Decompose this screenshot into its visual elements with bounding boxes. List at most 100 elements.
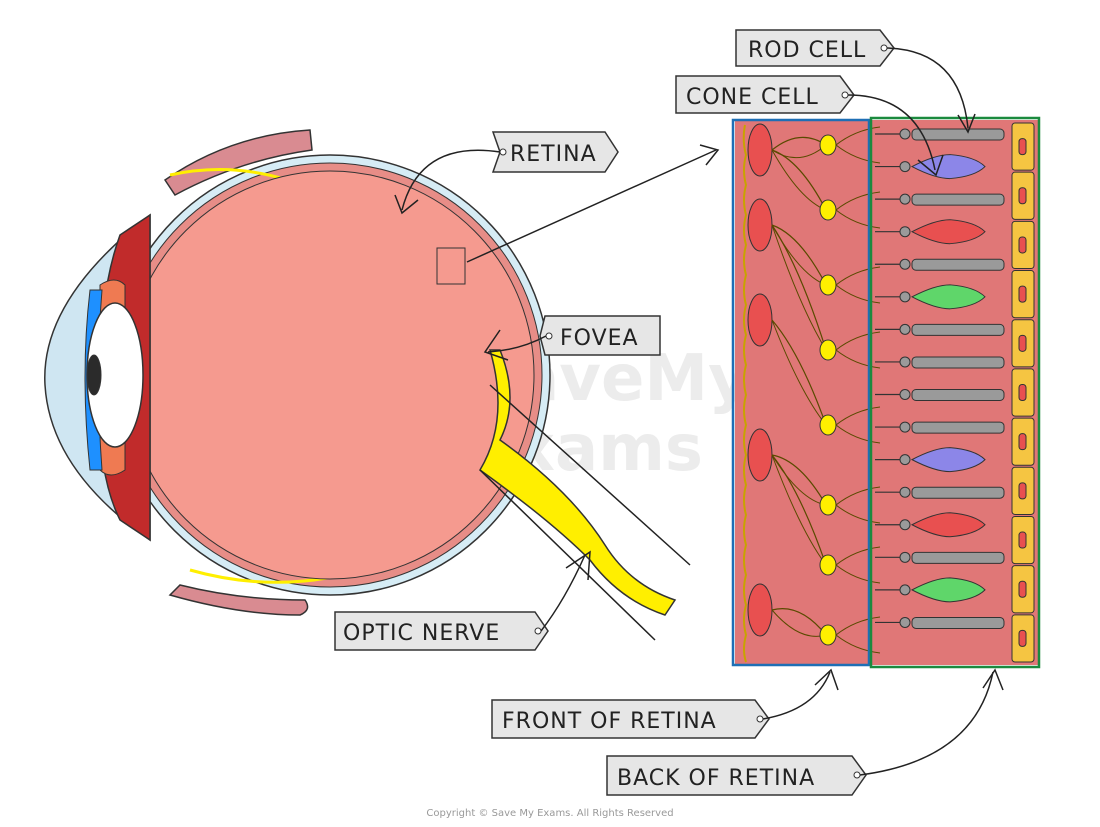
pupil [86, 354, 102, 396]
ganglion-cell [747, 123, 773, 177]
vitreous-body [125, 170, 535, 580]
cone-cell [910, 447, 986, 473]
nerve-fibre [771, 224, 827, 351]
nerve-fibre [771, 454, 827, 506]
nerve-fibre [771, 149, 827, 211]
pigment-cell-nucleus [1018, 236, 1027, 254]
ganglion-cell [747, 293, 773, 347]
pigment-cell-nucleus [1018, 334, 1027, 352]
photoreceptor-body [899, 486, 911, 498]
photoreceptor-body [899, 584, 911, 596]
photoreceptor-body [899, 551, 911, 563]
rod-cell [911, 193, 1005, 206]
cone-cell-text: CONE CELL [686, 85, 819, 110]
optic-nerve-sheath-bottom [479, 469, 656, 641]
cone-cell-label: CONE CELL [675, 75, 944, 177]
photoreceptor-body [899, 193, 911, 205]
pigment-cell-nucleus [1018, 531, 1027, 549]
photoreceptor-body [899, 616, 911, 628]
bipolar-dendrite [835, 546, 881, 584]
bipolar-cell [819, 274, 837, 296]
bipolar-cell [819, 554, 837, 576]
pigment-cell-nucleus [1018, 580, 1027, 598]
pigment-cell-nucleus [1018, 482, 1027, 500]
retina-panel [731, 116, 1041, 669]
nerve-fibre [771, 224, 827, 286]
photoreceptor-body [899, 226, 911, 238]
copyright-notice: Copyright © Save My Exams. All Rights Re… [426, 808, 673, 819]
pigment-cell-nucleus [1018, 285, 1027, 303]
bipolar-cell [819, 199, 837, 221]
bipolar-dendrite [835, 406, 881, 444]
rod-cell [911, 421, 1005, 434]
nerve-fibre [771, 224, 827, 351]
rod-cell [911, 356, 1005, 369]
cone-cell [910, 284, 986, 310]
rod-cell [911, 323, 1005, 336]
rod-cell-label: ROD CELL [735, 29, 976, 134]
rod-cell [911, 616, 1005, 629]
cone-cell [910, 512, 986, 538]
rod-cell [911, 389, 1005, 401]
front-of-retina-label: FRONT OF RETINA [491, 668, 839, 739]
cone-cell [910, 219, 986, 245]
bipolar-cells [771, 126, 881, 654]
bipolar-cell [819, 339, 837, 361]
bipolar-cell [819, 624, 837, 646]
rod-cell [911, 258, 1005, 271]
optic-nerve [479, 349, 677, 616]
fovea-label: FOVEA [483, 315, 661, 361]
optic-nerve-text: OPTIC NERVE [343, 621, 500, 646]
bipolar-dendrite [835, 191, 881, 229]
pigment-cell-nucleus [1018, 138, 1027, 156]
fovea-text: FOVEA [560, 326, 639, 351]
back-of-retina-box [869, 116, 1041, 669]
back-of-retina-text: BACK OF RETINA [617, 766, 815, 791]
rod-cell [911, 128, 1005, 141]
retina-label: RETINA [394, 131, 619, 215]
inner-limiting-membrane [742, 124, 748, 663]
bipolar-dendrite [835, 331, 881, 369]
pigment-epithelium [1011, 122, 1035, 663]
bipolar-dendrite [835, 616, 881, 654]
lower-eyelid [168, 584, 309, 616]
back-of-retina-label: BACK OF RETINA [606, 668, 1004, 796]
optic-nerve-sheath-top [489, 384, 691, 566]
ganglion-cell [747, 198, 773, 252]
pigment-cell-nucleus [1018, 187, 1027, 205]
rod-cell [911, 486, 1005, 499]
magnified-region-box [436, 247, 466, 285]
photoreceptor-body [899, 161, 911, 173]
photoreceptor-body [899, 356, 911, 368]
cone-cell [910, 154, 986, 180]
rod-cell-text: ROD CELL [748, 38, 866, 63]
bipolar-cell [819, 414, 837, 436]
magnify-arrow [466, 144, 720, 263]
photoreceptor-body [899, 323, 911, 335]
rod-cell [911, 551, 1005, 564]
bipolar-cell [819, 494, 837, 516]
pigment-cell-nucleus [1018, 433, 1027, 451]
nerve-fibre [771, 454, 827, 566]
photoreceptor-body [899, 258, 911, 270]
bipolar-dendrite [835, 126, 881, 164]
retina-text: RETINA [510, 142, 597, 167]
cone-cell [910, 577, 986, 603]
photoreceptor-body [899, 421, 911, 433]
bipolar-cell [819, 134, 837, 156]
nerve-fibre [771, 319, 827, 426]
optic-nerve-label: OPTIC NERVE [334, 550, 591, 651]
photoreceptor-body [899, 291, 911, 303]
photoreceptor-cells [875, 128, 1005, 629]
bipolar-dendrite [835, 486, 881, 524]
nerve-fibre [771, 454, 827, 566]
pigment-cell-nucleus [1018, 384, 1027, 401]
photoreceptor-body [899, 128, 911, 140]
pigment-cell-nucleus [1018, 629, 1027, 647]
photoreceptor-body [899, 389, 911, 400]
eye [44, 129, 691, 641]
upper-eyelid [163, 129, 313, 196]
front-of-retina-text: FRONT OF RETINA [502, 709, 717, 734]
nerve-fibre [771, 319, 827, 426]
